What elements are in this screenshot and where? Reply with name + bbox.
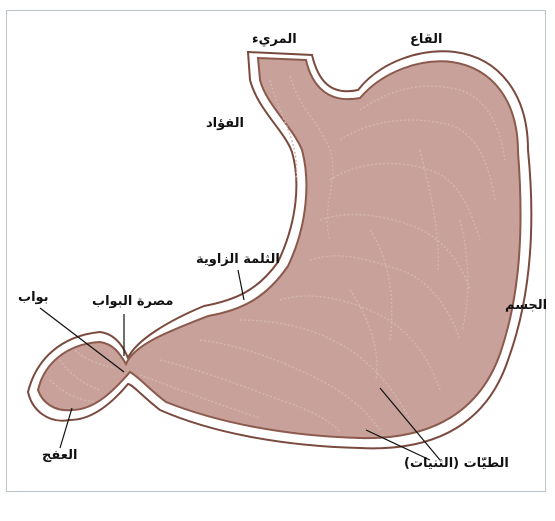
label-fundus: القاع [410, 32, 442, 47]
label-body: الجسم [505, 298, 547, 313]
label-angular-notch: الثلمة الزاوية [196, 252, 280, 267]
label-duodenum: العفج [42, 448, 77, 463]
label-rugae: الطيّات (الثنيات) [404, 456, 509, 471]
label-esophagus: المريء [252, 32, 297, 47]
label-cardia: الفؤاد [206, 116, 244, 131]
label-pyloric-sphincter: مصرة البواب [92, 294, 173, 309]
stomach-wall [38, 58, 521, 438]
label-pylorus: بواب [18, 290, 49, 305]
